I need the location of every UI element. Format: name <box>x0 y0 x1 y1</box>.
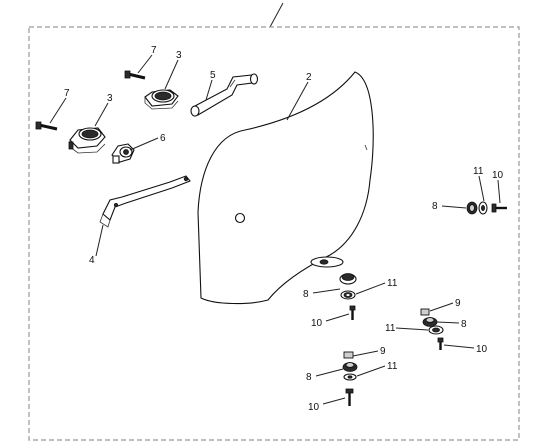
label-9-bottom: 9 <box>380 346 386 357</box>
screw-rightlower-part <box>437 337 444 350</box>
label-11-bottom: 11 <box>387 361 398 372</box>
label-8-centre: 8 <box>303 289 309 300</box>
bolt-upper-part <box>124 70 146 80</box>
leader-2 <box>286 81 309 121</box>
leader-11-bottom <box>356 365 386 377</box>
label-5: 5 <box>210 70 216 81</box>
leader-8-right <box>441 205 467 209</box>
leader-11-rightlower <box>395 327 429 331</box>
washer-centre-part <box>340 290 356 300</box>
leader-4 <box>95 224 104 257</box>
screw-right-part <box>491 203 507 213</box>
leader-8-bottom <box>315 368 344 377</box>
washer-rightlower-part <box>428 325 444 335</box>
label-4: 4 <box>89 255 95 266</box>
nut-bottom-part <box>343 351 354 359</box>
leader-8-centre <box>312 288 341 294</box>
washer-bottom-part <box>343 373 357 381</box>
label-8-rightlower: 8 <box>461 319 467 330</box>
leader-9-rightlower <box>429 302 454 312</box>
leader-11-right <box>478 175 485 202</box>
leader-11-centre <box>355 282 386 295</box>
grommet-right-part <box>466 201 478 215</box>
label-11-right: 11 <box>473 166 484 177</box>
label-9-rightlower: 9 <box>455 298 461 309</box>
screw-bottom-part <box>345 388 354 406</box>
leader-8-rightlower <box>436 321 460 324</box>
leader-9-bottom <box>352 350 379 357</box>
screen-part <box>197 71 374 305</box>
label-2: 2 <box>306 72 312 83</box>
leader-10-bottom <box>322 397 346 405</box>
leader-3-lower <box>94 102 109 127</box>
leader-10-centre <box>325 313 350 322</box>
label-7-lower: 7 <box>64 88 70 99</box>
leader-10-right <box>497 179 501 204</box>
screen-mount-hole <box>234 212 246 224</box>
bracket-part <box>99 175 191 228</box>
label-10-bottom: 10 <box>308 402 320 413</box>
label-6: 6 <box>160 133 166 144</box>
arm-part <box>190 73 259 117</box>
label-7-upper: 7 <box>151 45 157 56</box>
washer-right-part <box>478 201 488 215</box>
grommet-centre-part <box>339 273 357 285</box>
label-11-centre: 11 <box>387 278 398 289</box>
label-8-right: 8 <box>432 201 438 212</box>
label-3-upper: 3 <box>176 50 182 61</box>
leader-10-rightlower <box>443 344 475 349</box>
label-11-rightlower: 11 <box>385 323 396 334</box>
leader-5 <box>205 79 213 101</box>
leader-7-lower <box>49 97 67 124</box>
screw-centre-part <box>349 305 356 320</box>
label-10-right: 10 <box>492 170 504 181</box>
bolt-lower-part <box>35 121 58 131</box>
label-3-lower: 3 <box>107 93 113 104</box>
parent-leader-line <box>269 2 284 28</box>
label-10-rightlower: 10 <box>476 344 488 355</box>
label-8-bottom: 8 <box>306 372 312 383</box>
nut-rightlower-part <box>420 308 430 316</box>
grommet-bottom-part <box>342 362 358 372</box>
leader-7-upper <box>137 54 153 74</box>
spacer-part <box>111 143 135 164</box>
label-10-centre: 10 <box>311 318 323 329</box>
leader-6 <box>129 137 159 151</box>
leader-3-upper <box>164 59 179 90</box>
grommet-rightlower-part <box>422 317 438 327</box>
clamp-lower-part <box>68 127 106 154</box>
kit-boundary-frame <box>28 26 520 441</box>
clamp-upper-part <box>144 89 179 110</box>
